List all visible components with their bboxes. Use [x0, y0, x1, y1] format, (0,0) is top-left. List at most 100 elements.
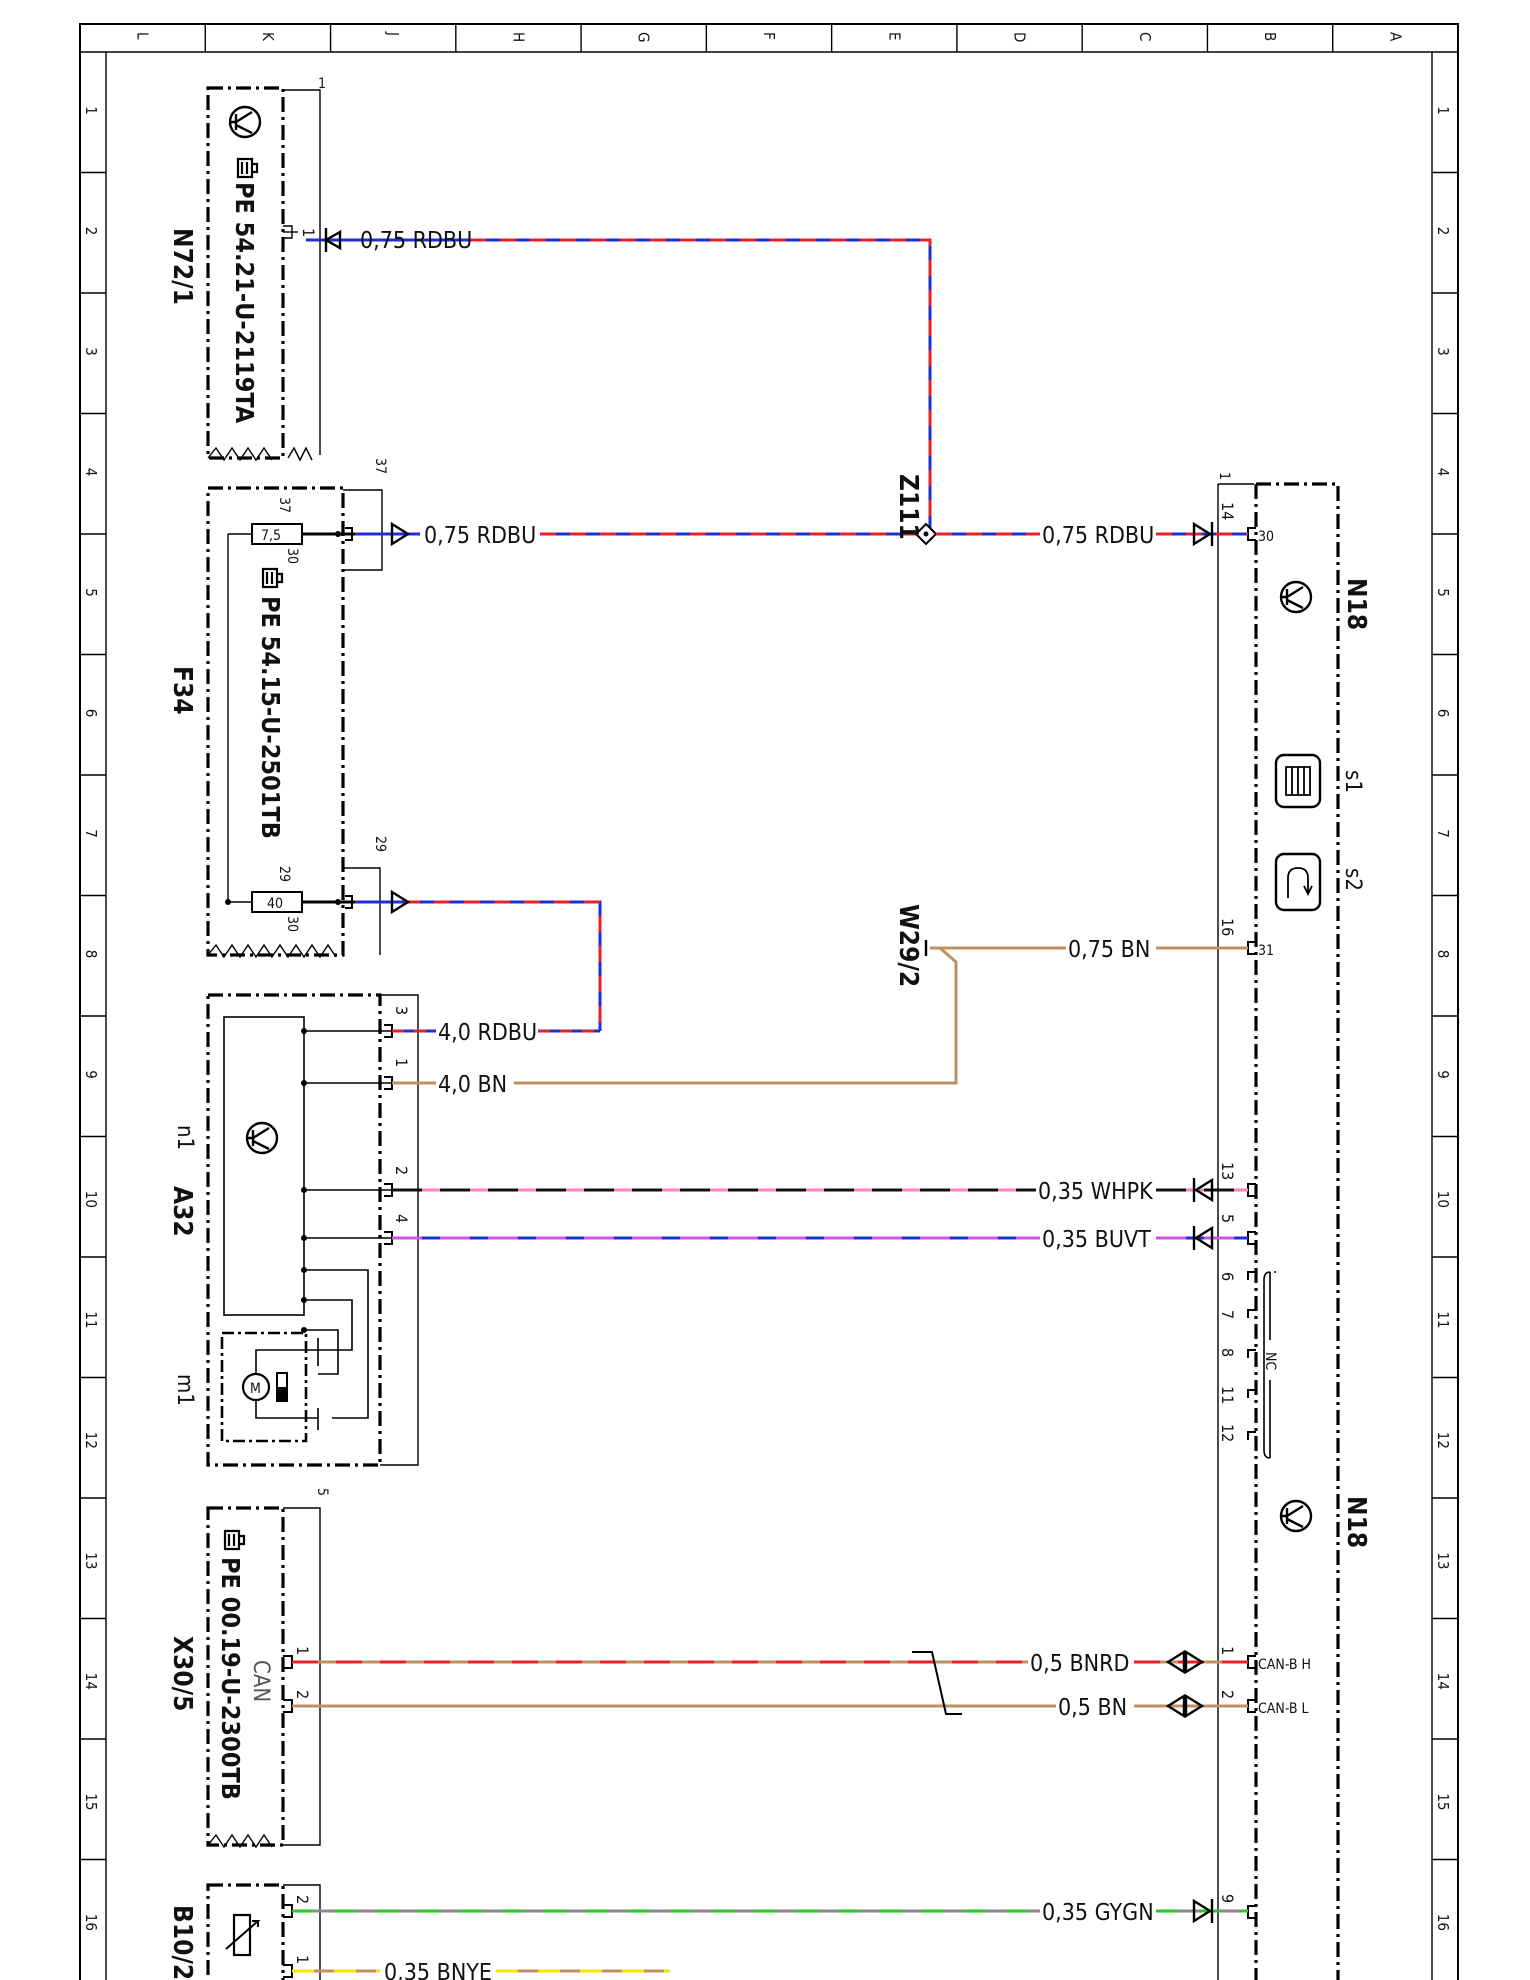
wire-w10-label: 0,5 BN	[1058, 1695, 1127, 1721]
grid-row-label: 12	[1434, 1432, 1452, 1449]
wire-w6[interactable]: 4,0 BN	[392, 946, 958, 1098]
x30-label: X30/5	[167, 1636, 197, 1711]
grid-row-label: 2	[1434, 227, 1452, 236]
component-n18[interactable]: 1 s1 s2 N18 N18 14 30 16 31	[1216, 472, 1371, 1980]
n18-pin-9: 9	[1218, 1894, 1237, 1903]
wire-w7-label: 0,35 WHPK	[1038, 1179, 1153, 1205]
grid-column-label: C	[1136, 32, 1154, 41]
n18-pin-12: 12	[1218, 1424, 1237, 1442]
n18-pin-11: 11	[1218, 1386, 1237, 1404]
component-x30-5[interactable]: 5 PE 00.19-U-2300TB CAN X30/5 1 2	[167, 1488, 330, 1849]
x30-doc-ref: PE 00.19-U-2300TB	[216, 1557, 245, 1800]
wire-w4[interactable]: 0,75 BN	[930, 937, 1248, 963]
grid-column-label: J	[384, 31, 402, 36]
wire-w6-label: 4,0 BN	[438, 1072, 507, 1098]
f34-inner-37: 37	[276, 497, 292, 513]
component-f34[interactable]: 37 29 7,5 37 30 40 29 30 PE 54.15-U-2501…	[167, 458, 388, 959]
component-b10-2[interactable]: B10/2 2 1	[167, 1883, 321, 1980]
b10-pin-2: 2	[293, 1895, 312, 1904]
ground-icon	[228, 105, 262, 139]
wire-w9[interactable]: 0,5 BNRD	[292, 1649, 1248, 1677]
grid-row-label: 9	[1434, 1070, 1452, 1079]
n18-pin-16: 16	[1218, 918, 1237, 936]
grid-row-label: 15	[82, 1793, 100, 1810]
wire-w1[interactable]: 0,75 RDBU	[306, 228, 932, 534]
wire-w10[interactable]: 0,5 BN	[292, 1693, 1248, 1721]
n18-pin-7: 7	[1218, 1310, 1237, 1319]
component-a32[interactable]: M n1 m1 A32 3 1 2 4	[167, 993, 419, 1467]
z111-label: Z111	[893, 474, 923, 540]
wire-w2[interactable]: 0,75 RDBU	[355, 521, 926, 549]
wire-w3[interactable]: 0,75 RDBU	[936, 521, 1248, 549]
wire-w4-label: 0,75 BN	[1068, 937, 1150, 963]
x30-pin-2: 2	[293, 1690, 312, 1699]
ground-point-w29-2[interactable]: W29/2	[893, 904, 928, 987]
svg-text:M: M	[250, 1381, 261, 1397]
drawing-frame	[79, 23, 1459, 1980]
n18-nc-label: NC	[1262, 1352, 1278, 1370]
n18-s1-label: s1	[1340, 770, 1365, 793]
a32-pin-1: 1	[392, 1058, 411, 1067]
grid-row-label: 13	[1434, 1552, 1452, 1569]
grid-row-label: 7	[82, 829, 100, 838]
n18-pin-2: 2	[1218, 1690, 1237, 1699]
f34-fuse-rating-2: 40	[267, 896, 283, 912]
grid-row-label: 7	[1434, 829, 1452, 838]
grid-row-label: 15	[1434, 1793, 1452, 1810]
n72-box-number: 1	[318, 76, 326, 92]
n18-term-31: 31	[1258, 943, 1274, 959]
grid-row-label: 1	[82, 106, 100, 115]
document-ref-icon	[261, 567, 284, 589]
grid-row-label: 8	[1434, 950, 1452, 959]
wire-w5-label: 4,0 RDBU	[438, 1020, 537, 1046]
wire-w7[interactable]: 0,35 WHPK	[392, 1177, 1248, 1205]
n18-can-l-label: CAN-B L	[1258, 1701, 1309, 1717]
grid-row-label: 11	[82, 1311, 100, 1328]
splice-z111[interactable]: Z111	[893, 474, 938, 546]
n18-term-30: 30	[1258, 529, 1274, 545]
f34-pin-29-label: 29	[372, 836, 388, 852]
f34-doc-ref: PE 54.15-U-2501TB	[256, 596, 285, 839]
grid-row-label: 12	[82, 1432, 100, 1449]
f34-term-30a: 30	[284, 548, 300, 564]
grid-row-label: 4	[1434, 468, 1452, 477]
wire-w8-label: 0,35 BUVT	[1042, 1227, 1151, 1253]
n18-pin-5: 5	[1218, 1214, 1237, 1223]
grid-row-label: 4	[82, 468, 100, 477]
grid-column-label: H	[509, 32, 527, 42]
wire-w2-label: 0,75 RDBU	[424, 523, 536, 549]
grid-row-label: 3	[82, 347, 100, 356]
ground-icon	[1279, 580, 1313, 614]
a32-pin-4: 4	[392, 1214, 411, 1223]
grid-row-label: 1	[1434, 106, 1452, 115]
grid-row-label: 8	[82, 950, 100, 959]
a32-m1-label: m1	[172, 1374, 197, 1406]
n72-pin-1: 1	[299, 228, 318, 237]
wire-w11[interactable]: 0,35 GYGN	[292, 1898, 1248, 1926]
wire-w5[interactable]: 4,0 RDBU	[392, 1020, 600, 1046]
x30-can-label: CAN	[248, 1660, 273, 1702]
grid-column-label: A	[1386, 32, 1404, 42]
f34-fuse-rating-1: 7,5	[261, 528, 281, 544]
x30-box-number: 5	[314, 1488, 330, 1496]
wire-f34-29-to-a32[interactable]	[355, 889, 602, 1031]
grid-row-label: 14	[82, 1673, 100, 1690]
twisted-pair-marker	[912, 1651, 962, 1715]
b10-label: B10/2	[167, 1905, 197, 1980]
x30-pin-1: 1	[293, 1646, 312, 1655]
grid-row-label: 5	[1434, 588, 1452, 597]
n72-label: N72/1	[167, 228, 197, 305]
grid-row-label: 14	[1434, 1673, 1452, 1690]
component-n72-1[interactable]: 1 PE 54.21-U-2119TA N72/1 1	[167, 76, 326, 462]
grid-row-label: 6	[82, 709, 100, 718]
grid-column-label: G	[635, 32, 653, 42]
n18-can-h-label: CAN-B H	[1258, 1657, 1311, 1673]
grid-row-label: 10	[1434, 1191, 1452, 1208]
grid-column-label: B	[1261, 32, 1279, 41]
n18-pin-6: 6	[1218, 1272, 1237, 1281]
grid-row-label: 9	[82, 1070, 100, 1079]
wire-w12[interactable]: 0,35 BNYE	[292, 1960, 670, 1980]
wire-w8[interactable]: 0,35 BUVT	[392, 1225, 1248, 1253]
